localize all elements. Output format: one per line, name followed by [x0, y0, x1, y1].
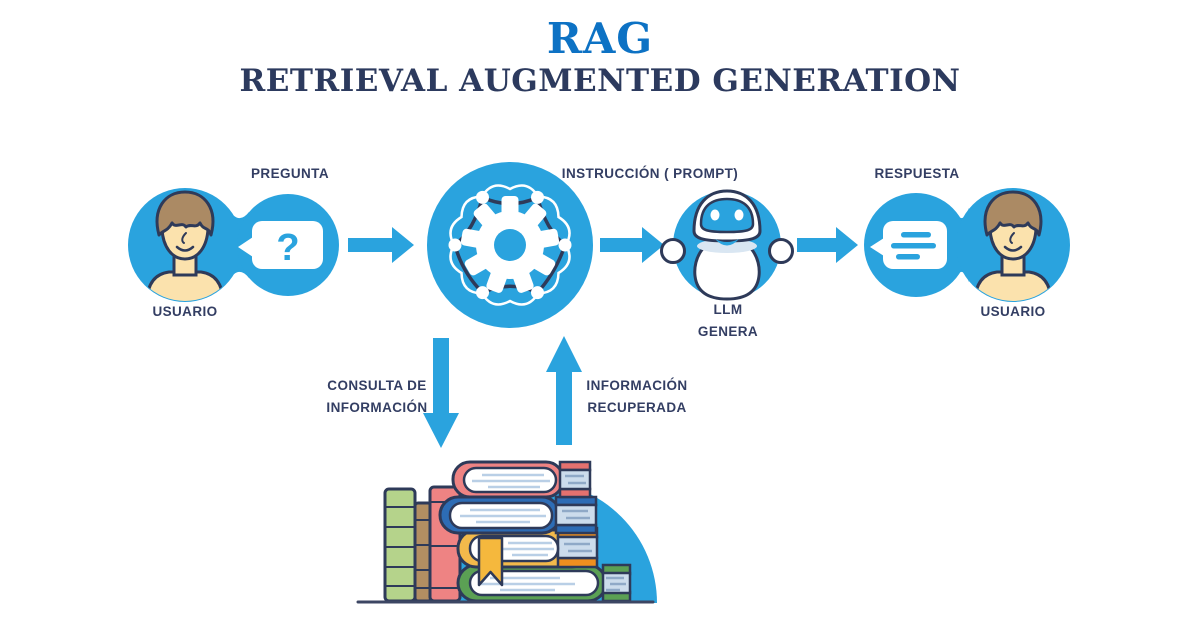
label-usuario-right: USUARIO: [980, 304, 1046, 319]
flow-arrow-1-icon: [348, 227, 414, 263]
stacked-book-blue: [438, 495, 598, 535]
page-subtitle: RETRIEVAL AUGMENTED GENERATION: [239, 63, 961, 99]
question-mark-glyph: ?: [276, 227, 299, 269]
label-llm-genera: LLM GENERA: [697, 302, 759, 339]
bookmark-icon: [477, 536, 504, 587]
robot-icon: [660, 189, 794, 301]
flow-arrow-3-icon: [797, 227, 858, 263]
answer-bubble-icon: [870, 221, 947, 269]
label-informacion-recuperada: INFORMACIÓN RECUPERADA: [586, 378, 688, 415]
gear-icon: [460, 196, 560, 293]
books-stack-icon: [356, 460, 657, 604]
vertical-book-brown: [413, 501, 433, 603]
network-ring-icon: [448, 190, 572, 300]
llm-group: [660, 189, 794, 301]
label-instruccion-prompt: INSTRUCCIÓN ( PROMPT): [561, 166, 739, 181]
down-arrow-icon: [423, 338, 459, 448]
label-pregunta: PREGUNTA: [251, 166, 329, 181]
page-title: RAG: [546, 14, 654, 63]
label-usuario-left: USUARIO: [152, 304, 218, 319]
retrieval-engine-group: [427, 162, 593, 328]
label-respuesta: RESPUESTA: [874, 166, 960, 181]
user-input-group: ?: [128, 188, 339, 302]
label-consulta-informacion: CONSULTA DE INFORMACIÓN: [326, 378, 428, 415]
user-output-group: [864, 188, 1070, 302]
question-bubble-icon: ?: [238, 221, 323, 269]
stacked-book-red: [451, 460, 592, 499]
vertical-book-green: [383, 487, 417, 603]
up-arrow-icon: [546, 336, 582, 445]
flow-arrow-2-icon: [600, 227, 664, 263]
